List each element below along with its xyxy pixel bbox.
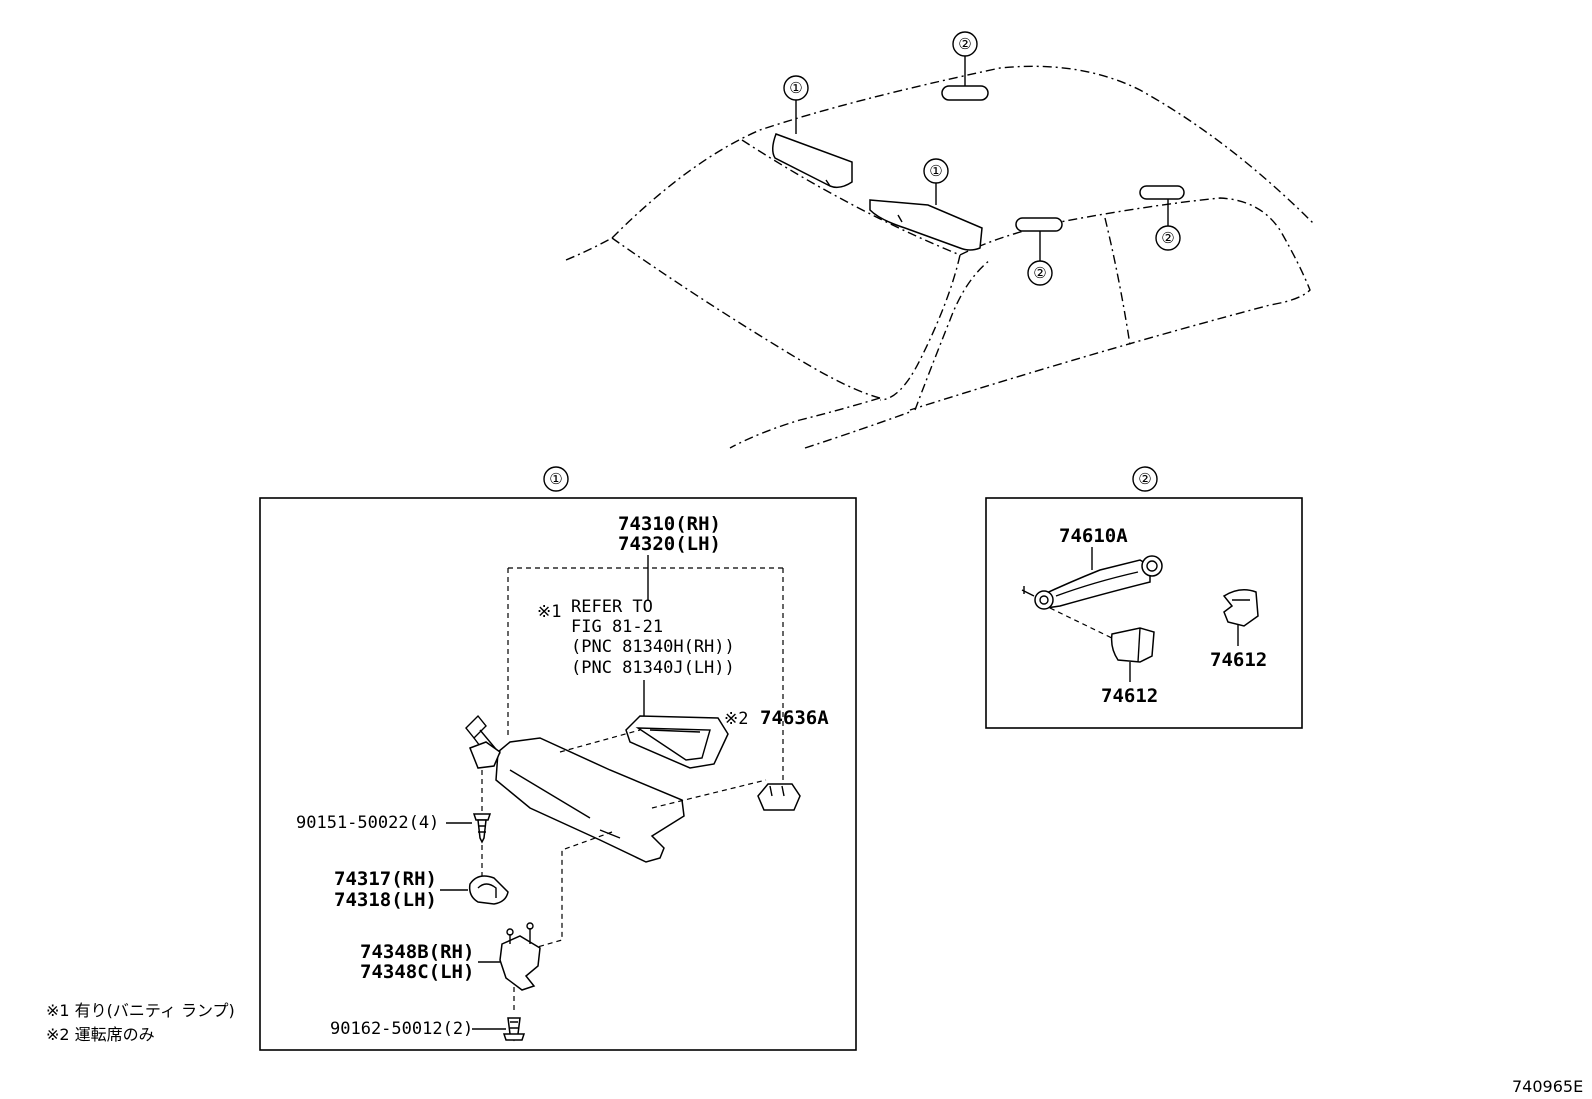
callout-label: ② bbox=[1033, 264, 1046, 282]
overview-visor-left[interactable] bbox=[772, 133, 853, 189]
overview-grip-rear[interactable] bbox=[1139, 185, 1185, 200]
note1-mark: ※1 bbox=[537, 602, 561, 622]
refer-line1: REFER TO bbox=[571, 597, 653, 617]
visor-assembly-bracket bbox=[507, 567, 784, 780]
callout-label: ② bbox=[1161, 229, 1174, 247]
screw-upper[interactable] bbox=[472, 813, 492, 844]
visor-pn-lh[interactable]: 74320(LH) bbox=[618, 533, 721, 555]
callout-label: ② bbox=[958, 35, 971, 53]
refer-line4: (PNC 81340J(LH)) bbox=[571, 658, 735, 678]
overview-callout-2c: ② bbox=[1155, 199, 1181, 251]
callout-label: ② bbox=[1138, 470, 1151, 488]
grip-pn[interactable]: 74610A bbox=[1059, 525, 1128, 547]
overview-callout-1b: ① bbox=[923, 158, 949, 205]
section-1-callout: ① bbox=[543, 466, 569, 492]
vehicle-roof-outline bbox=[565, 65, 1316, 449]
figure-id: 740965E bbox=[1512, 1077, 1583, 1096]
section-1-frame bbox=[259, 497, 857, 1051]
bracket-pn-rh[interactable]: 74348B(RH) bbox=[360, 941, 474, 963]
cover-pn-lh[interactable]: 74318(LH) bbox=[334, 889, 437, 911]
vanity-lamp[interactable] bbox=[625, 715, 729, 769]
overview-callout-1a: ① bbox=[783, 75, 809, 134]
cover-pn-rh[interactable]: 74317(RH) bbox=[334, 868, 437, 890]
bracket-pn-lh[interactable]: 74348C(LH) bbox=[360, 961, 474, 983]
grip-cap-a[interactable] bbox=[1110, 627, 1155, 663]
visor-rod[interactable] bbox=[465, 714, 501, 769]
overview-callout-2b: ② bbox=[1027, 231, 1053, 286]
callout-label: ① bbox=[929, 162, 942, 180]
refer-line3: (PNC 81340H(RH)) bbox=[571, 637, 735, 657]
visor-holder[interactable] bbox=[757, 783, 801, 811]
assist-grip[interactable] bbox=[1021, 555, 1163, 610]
overview-grip-front[interactable] bbox=[941, 85, 989, 101]
screw-upper-pn[interactable]: 90151-50022(4) bbox=[296, 813, 439, 833]
holder-pn[interactable]: 74636A bbox=[760, 707, 829, 729]
callout-label: ① bbox=[789, 79, 802, 97]
screw-lower[interactable] bbox=[502, 1017, 526, 1042]
visor-pn-rh[interactable]: 74310(RH) bbox=[618, 513, 721, 535]
overview-callout-2a: ② bbox=[952, 31, 978, 86]
footnote-2: ※2 運転席のみ bbox=[46, 1025, 155, 1044]
assy-line-bracket bbox=[533, 831, 613, 949]
section-2-callout: ② bbox=[1132, 466, 1158, 492]
overview-grip-mid[interactable] bbox=[1015, 217, 1063, 232]
grip-cap-b[interactable] bbox=[1222, 589, 1259, 627]
note2-mark: ※2 bbox=[724, 709, 748, 729]
sun-visor[interactable] bbox=[495, 737, 685, 863]
cap-pn-a[interactable]: 74612 bbox=[1101, 685, 1158, 707]
cap-pn-b[interactable]: 74612 bbox=[1210, 649, 1267, 671]
overview-visor-right[interactable] bbox=[869, 199, 983, 251]
visor-bracket[interactable] bbox=[499, 922, 541, 991]
assy-line-cap bbox=[1049, 607, 1117, 641]
assy-line-holder bbox=[651, 779, 767, 809]
assy-line-lamp bbox=[559, 729, 641, 753]
footnote-1: ※1 有り(バニティ ランプ) bbox=[46, 1001, 235, 1020]
section-2-frame bbox=[985, 497, 1303, 729]
refer-line2[interactable]: FIG 81-21 bbox=[571, 617, 663, 637]
screw-lower-pn[interactable]: 90162-50012(2) bbox=[330, 1019, 473, 1039]
visor-cover[interactable] bbox=[468, 875, 509, 905]
callout-label: ① bbox=[549, 470, 562, 488]
